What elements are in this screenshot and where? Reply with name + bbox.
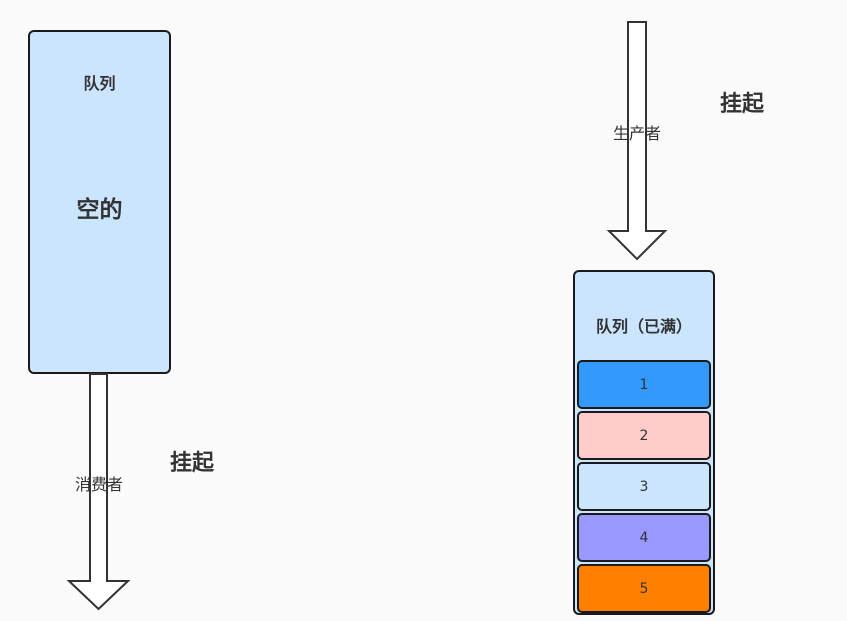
empty-queue-title: 队列 xyxy=(83,74,116,93)
producer-arrow-shape xyxy=(606,21,668,261)
producer-label: 生产者 xyxy=(612,124,661,143)
producer-status: 挂起 xyxy=(720,92,765,117)
queue-item-2: 2 xyxy=(577,411,711,460)
consumer-status: 挂起 xyxy=(170,451,215,476)
empty-queue-state: 空的 xyxy=(76,197,123,223)
queue-item-1: 1 xyxy=(577,360,711,409)
consumer-arrow-shape xyxy=(66,373,131,611)
empty-queue-box xyxy=(28,30,171,374)
queue-item-5: 5 xyxy=(577,564,711,613)
full-queue-title: 队列（已满） xyxy=(595,317,692,336)
queue-item-4: 4 xyxy=(577,513,711,562)
queue-item-3: 3 xyxy=(577,462,711,511)
consumer-label: 消费者 xyxy=(74,475,123,494)
